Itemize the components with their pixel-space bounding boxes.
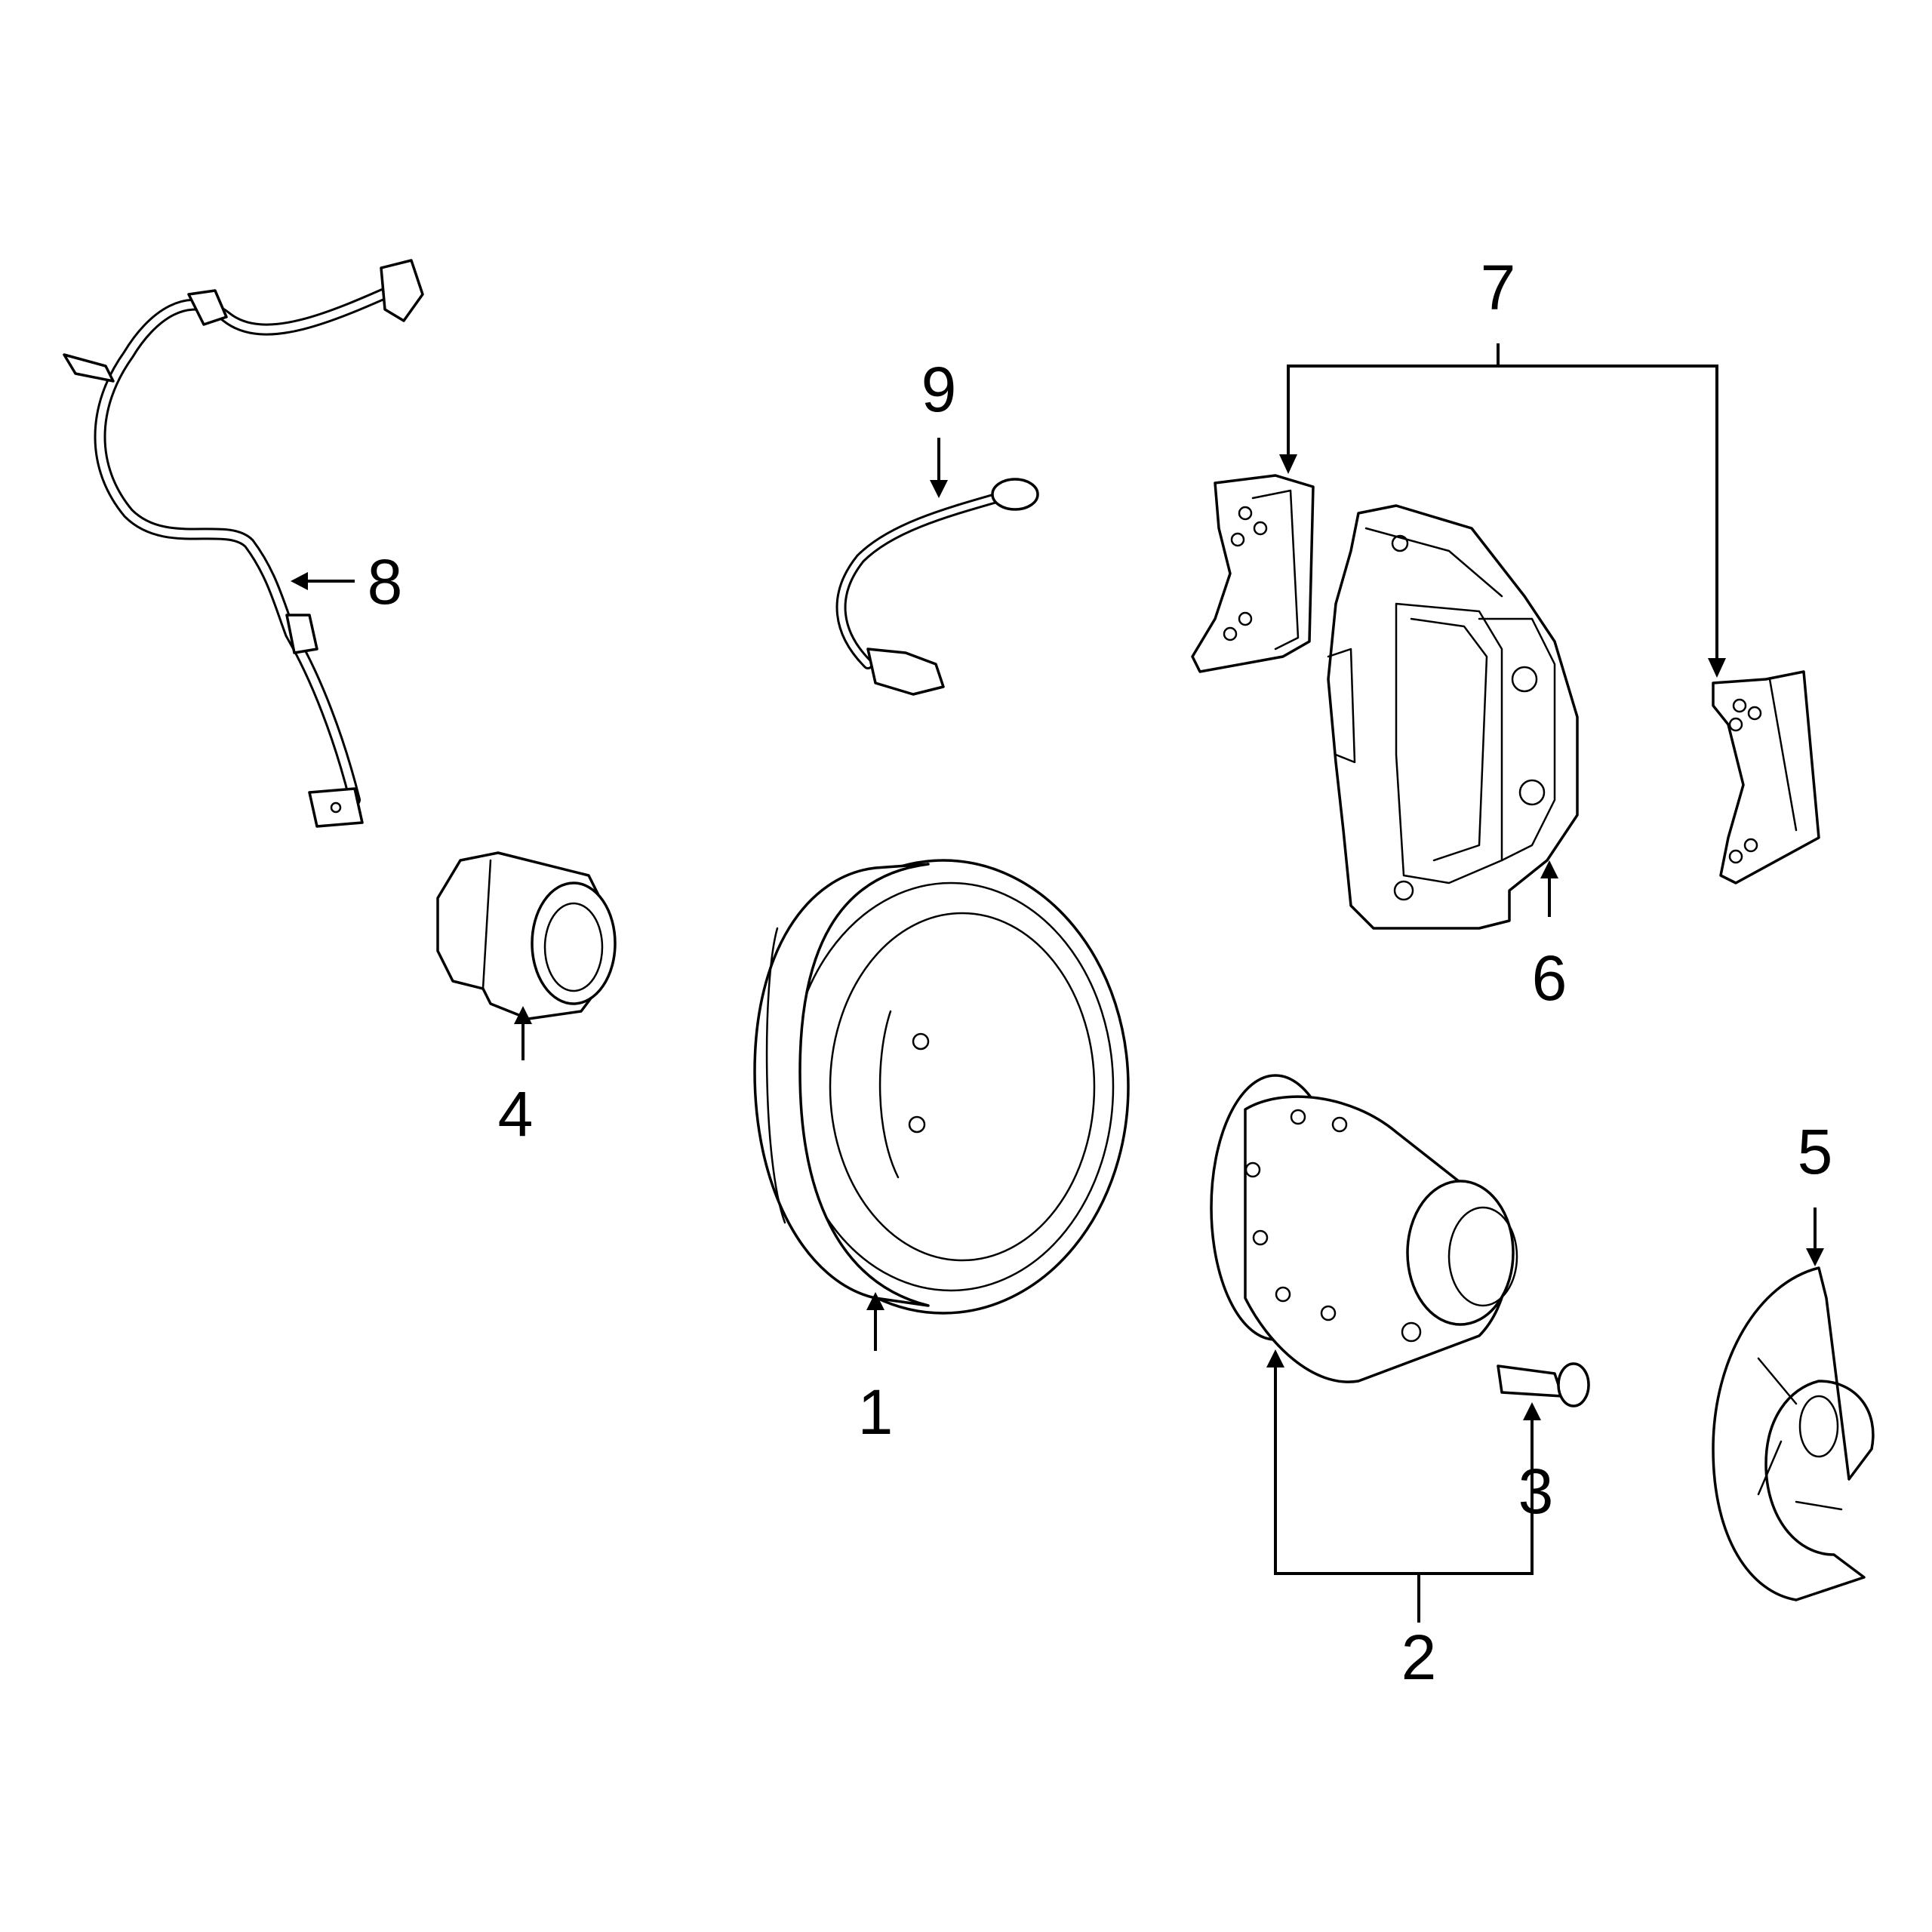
part-7-brake-pad-right[interactable]: [1712, 670, 1820, 884]
leader-9: [930, 438, 948, 498]
part-5-dust-shield[interactable]: [1712, 1266, 1875, 1601]
leader-6: [1540, 860, 1558, 917]
callout-9: 9: [921, 354, 957, 425]
callout-4: 4: [498, 1078, 534, 1149]
leader-7: [1279, 343, 1726, 678]
callout-8: 8: [368, 546, 403, 617]
leader-2: [1266, 1349, 1541, 1623]
part-2-hub[interactable]: [1210, 1074, 1518, 1383]
callout-5: 5: [1798, 1116, 1833, 1187]
callout-1: 1: [858, 1377, 894, 1447]
leader-4: [514, 1006, 532, 1060]
leader-5: [1806, 1208, 1824, 1266]
part-8-brake-hose[interactable]: [63, 259, 424, 828]
part-9-wear-sensor[interactable]: [835, 478, 1039, 696]
leader-1: [866, 1292, 884, 1351]
leader-8: [291, 572, 355, 590]
callout-7: 7: [1481, 252, 1516, 323]
part-4-bearing-cap[interactable]: [436, 851, 617, 1020]
part-1-rotor[interactable]: [753, 859, 1130, 1315]
part-7-brake-pad-left[interactable]: [1191, 474, 1315, 673]
callout-6: 6: [1532, 943, 1567, 1014]
part-3-wheel-stud[interactable]: [1497, 1362, 1590, 1407]
part-6-caliper[interactable]: [1327, 504, 1579, 930]
callout-2: 2: [1401, 1622, 1437, 1693]
callout-3: 3: [1518, 1456, 1554, 1527]
